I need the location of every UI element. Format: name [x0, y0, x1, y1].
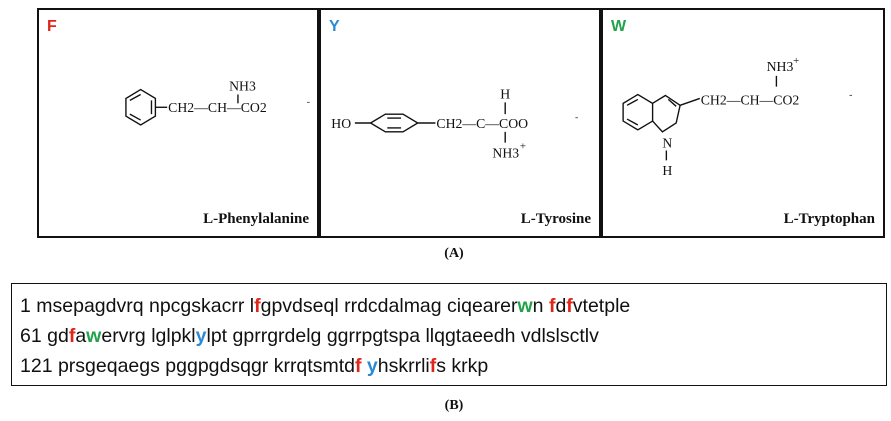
letter-f: F	[47, 18, 57, 35]
highlighted-residue-f: f	[429, 355, 437, 377]
nh3-label: NH3	[229, 79, 256, 94]
charge-plus: +	[520, 141, 526, 153]
h-label: H	[500, 86, 510, 101]
compound-name: L-Tyrosine	[520, 211, 591, 227]
chain-label: CH2—CH—CO2	[168, 100, 267, 115]
structure-panels: F NH3 CH2—CH—CO2 - L-Phenylalanine Y HO …	[37, 8, 887, 241]
highlighted-residue-f: f	[354, 355, 362, 377]
panel-tyrosine: Y HO H CH2—C—COO - NH3 + L-Tyrosine	[319, 8, 601, 238]
n-label: N	[662, 136, 672, 151]
charge-plus: +	[793, 55, 799, 67]
sequence-segment: d	[555, 295, 567, 317]
nh3-label: NH3	[492, 145, 519, 160]
highlighted-residue-w: w	[517, 295, 533, 317]
sequence-segment: 61 gd	[20, 325, 69, 347]
sequence-line-3: 121 prsgeqaegs pggpgdsqgr krrqtsmtdf yhs…	[20, 351, 878, 381]
sequence-segment: lpt gprrgrdelg ggrrpgtspa llqgtaeedh vdl…	[206, 325, 599, 347]
indole-benzene-ring	[622, 93, 654, 131]
highlighted-residue-f: f	[68, 325, 76, 347]
caption-b: (B)	[444, 398, 464, 413]
sequence-segment: s krkp	[436, 355, 489, 377]
panel-phenylalanine: F NH3 CH2—CH—CO2 - L-Phenylalanine	[37, 8, 319, 238]
compound-name: L-Phenylalanine	[203, 211, 309, 227]
letter-y: Y	[329, 18, 340, 35]
highlighted-residue-y: y	[366, 355, 378, 377]
phenylalanine-structure: NH3 CH2—CH—CO2 -	[125, 79, 310, 126]
protein-sequence-box: 1 msepagdvrq npcgskacrr lfgpvdseql rrdcd…	[11, 283, 887, 386]
sequence-line-1: 1 msepagdvrq npcgskacrr lfgpvdseql rrdcd…	[20, 291, 878, 321]
tyrosine-structure: HO H CH2—C—COO - NH3 +	[331, 86, 578, 160]
sequence-line-2: 61 gdfawervrg lglpklylpt gprrgrdelg ggrr…	[20, 321, 878, 351]
tryptophan-structure: N H NH3 + CH2—CH—CO2 -	[622, 55, 852, 178]
sequence-segment: ervrg lglpkl	[101, 325, 196, 347]
sequence-segment: vtetple	[572, 295, 631, 317]
sequence-segment: hskrrli	[377, 355, 430, 377]
sequence-segment: a	[75, 325, 87, 347]
highlighted-residue-f: f	[566, 295, 573, 317]
chain-label: CH2—C—COO	[436, 116, 528, 131]
highlighted-residue-w: w	[86, 325, 102, 347]
highlighted-residue-f: f	[548, 295, 556, 317]
compound-name: L-Tryptophan	[783, 211, 875, 227]
sequence-segment: n	[532, 295, 549, 317]
sequence-segment: 1 msepagdvrq npcgskacrr l	[20, 295, 255, 317]
nh3-label: NH3	[767, 59, 794, 74]
phenol-ring	[369, 113, 420, 133]
highlighted-residue-f: f	[254, 295, 261, 317]
chain-label: CH2—CH—CO2	[701, 92, 800, 107]
charge-minus: -	[575, 112, 578, 123]
ho-label: HO	[331, 116, 351, 131]
letter-w: W	[611, 18, 627, 35]
sequence-segment: gpvdseql rrdcdalmag ciqearer	[260, 295, 518, 317]
indole-pyrrole-ring	[652, 94, 681, 133]
h-label: H	[662, 163, 672, 178]
charge-minus: -	[849, 89, 852, 100]
panel-tryptophan: W N H NH3 + CH2—CH—CO2 - L-Tryptophan	[601, 8, 885, 238]
sequence-segment: 121 prsgeqaegs pggpgdsqgr krrqtsmtd	[20, 355, 355, 377]
highlighted-residue-y: y	[195, 325, 207, 347]
benzene-ring	[125, 88, 157, 126]
charge-minus: -	[307, 96, 310, 107]
caption-a: (A)	[444, 246, 464, 261]
